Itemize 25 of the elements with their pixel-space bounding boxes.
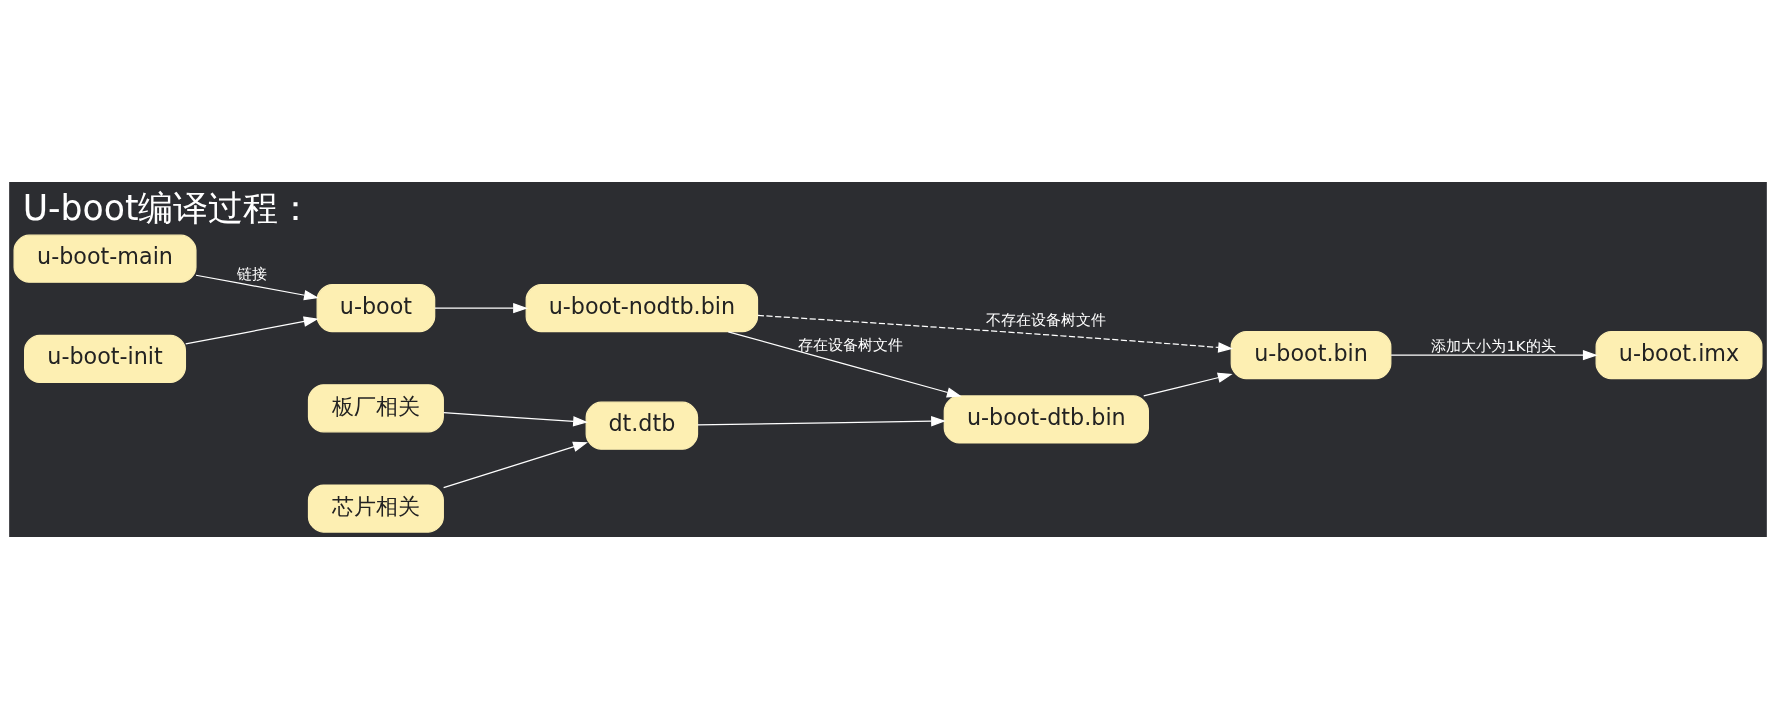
arrow [1390, 349, 1598, 360]
node-box: u-boot-init [24, 334, 187, 383]
node-box: u-boot [316, 283, 436, 332]
arrow [195, 274, 319, 300]
node-box: u-boot-nodtb.bin [525, 283, 759, 332]
node-box: dt.dtb [585, 401, 699, 450]
diagram-title: U-boot编译过程： [22, 187, 314, 228]
node-box: 芯片相关 [307, 483, 444, 533]
arrow [1143, 372, 1233, 396]
arrow [434, 302, 528, 313]
arrow [443, 411, 588, 426]
arrow [757, 314, 1233, 353]
edge-label: 添加大小为1K的头 [1431, 336, 1556, 354]
node-box: u-boot-main [13, 234, 197, 283]
edge-label: 链接 [237, 264, 268, 282]
node-box: u-boot.bin [1230, 330, 1392, 379]
edge-label: 存在设备树文件 [798, 335, 904, 353]
node-box: 板厂相关 [307, 383, 444, 432]
edge-label: 不存在设备树文件 [986, 310, 1107, 328]
arrow [185, 315, 319, 344]
arrow [443, 441, 588, 488]
node-box: u-boot.imx [1595, 330, 1763, 379]
arrow [727, 330, 962, 397]
arrow [697, 415, 946, 426]
node-box: u-boot-dtb.bin [943, 394, 1149, 444]
